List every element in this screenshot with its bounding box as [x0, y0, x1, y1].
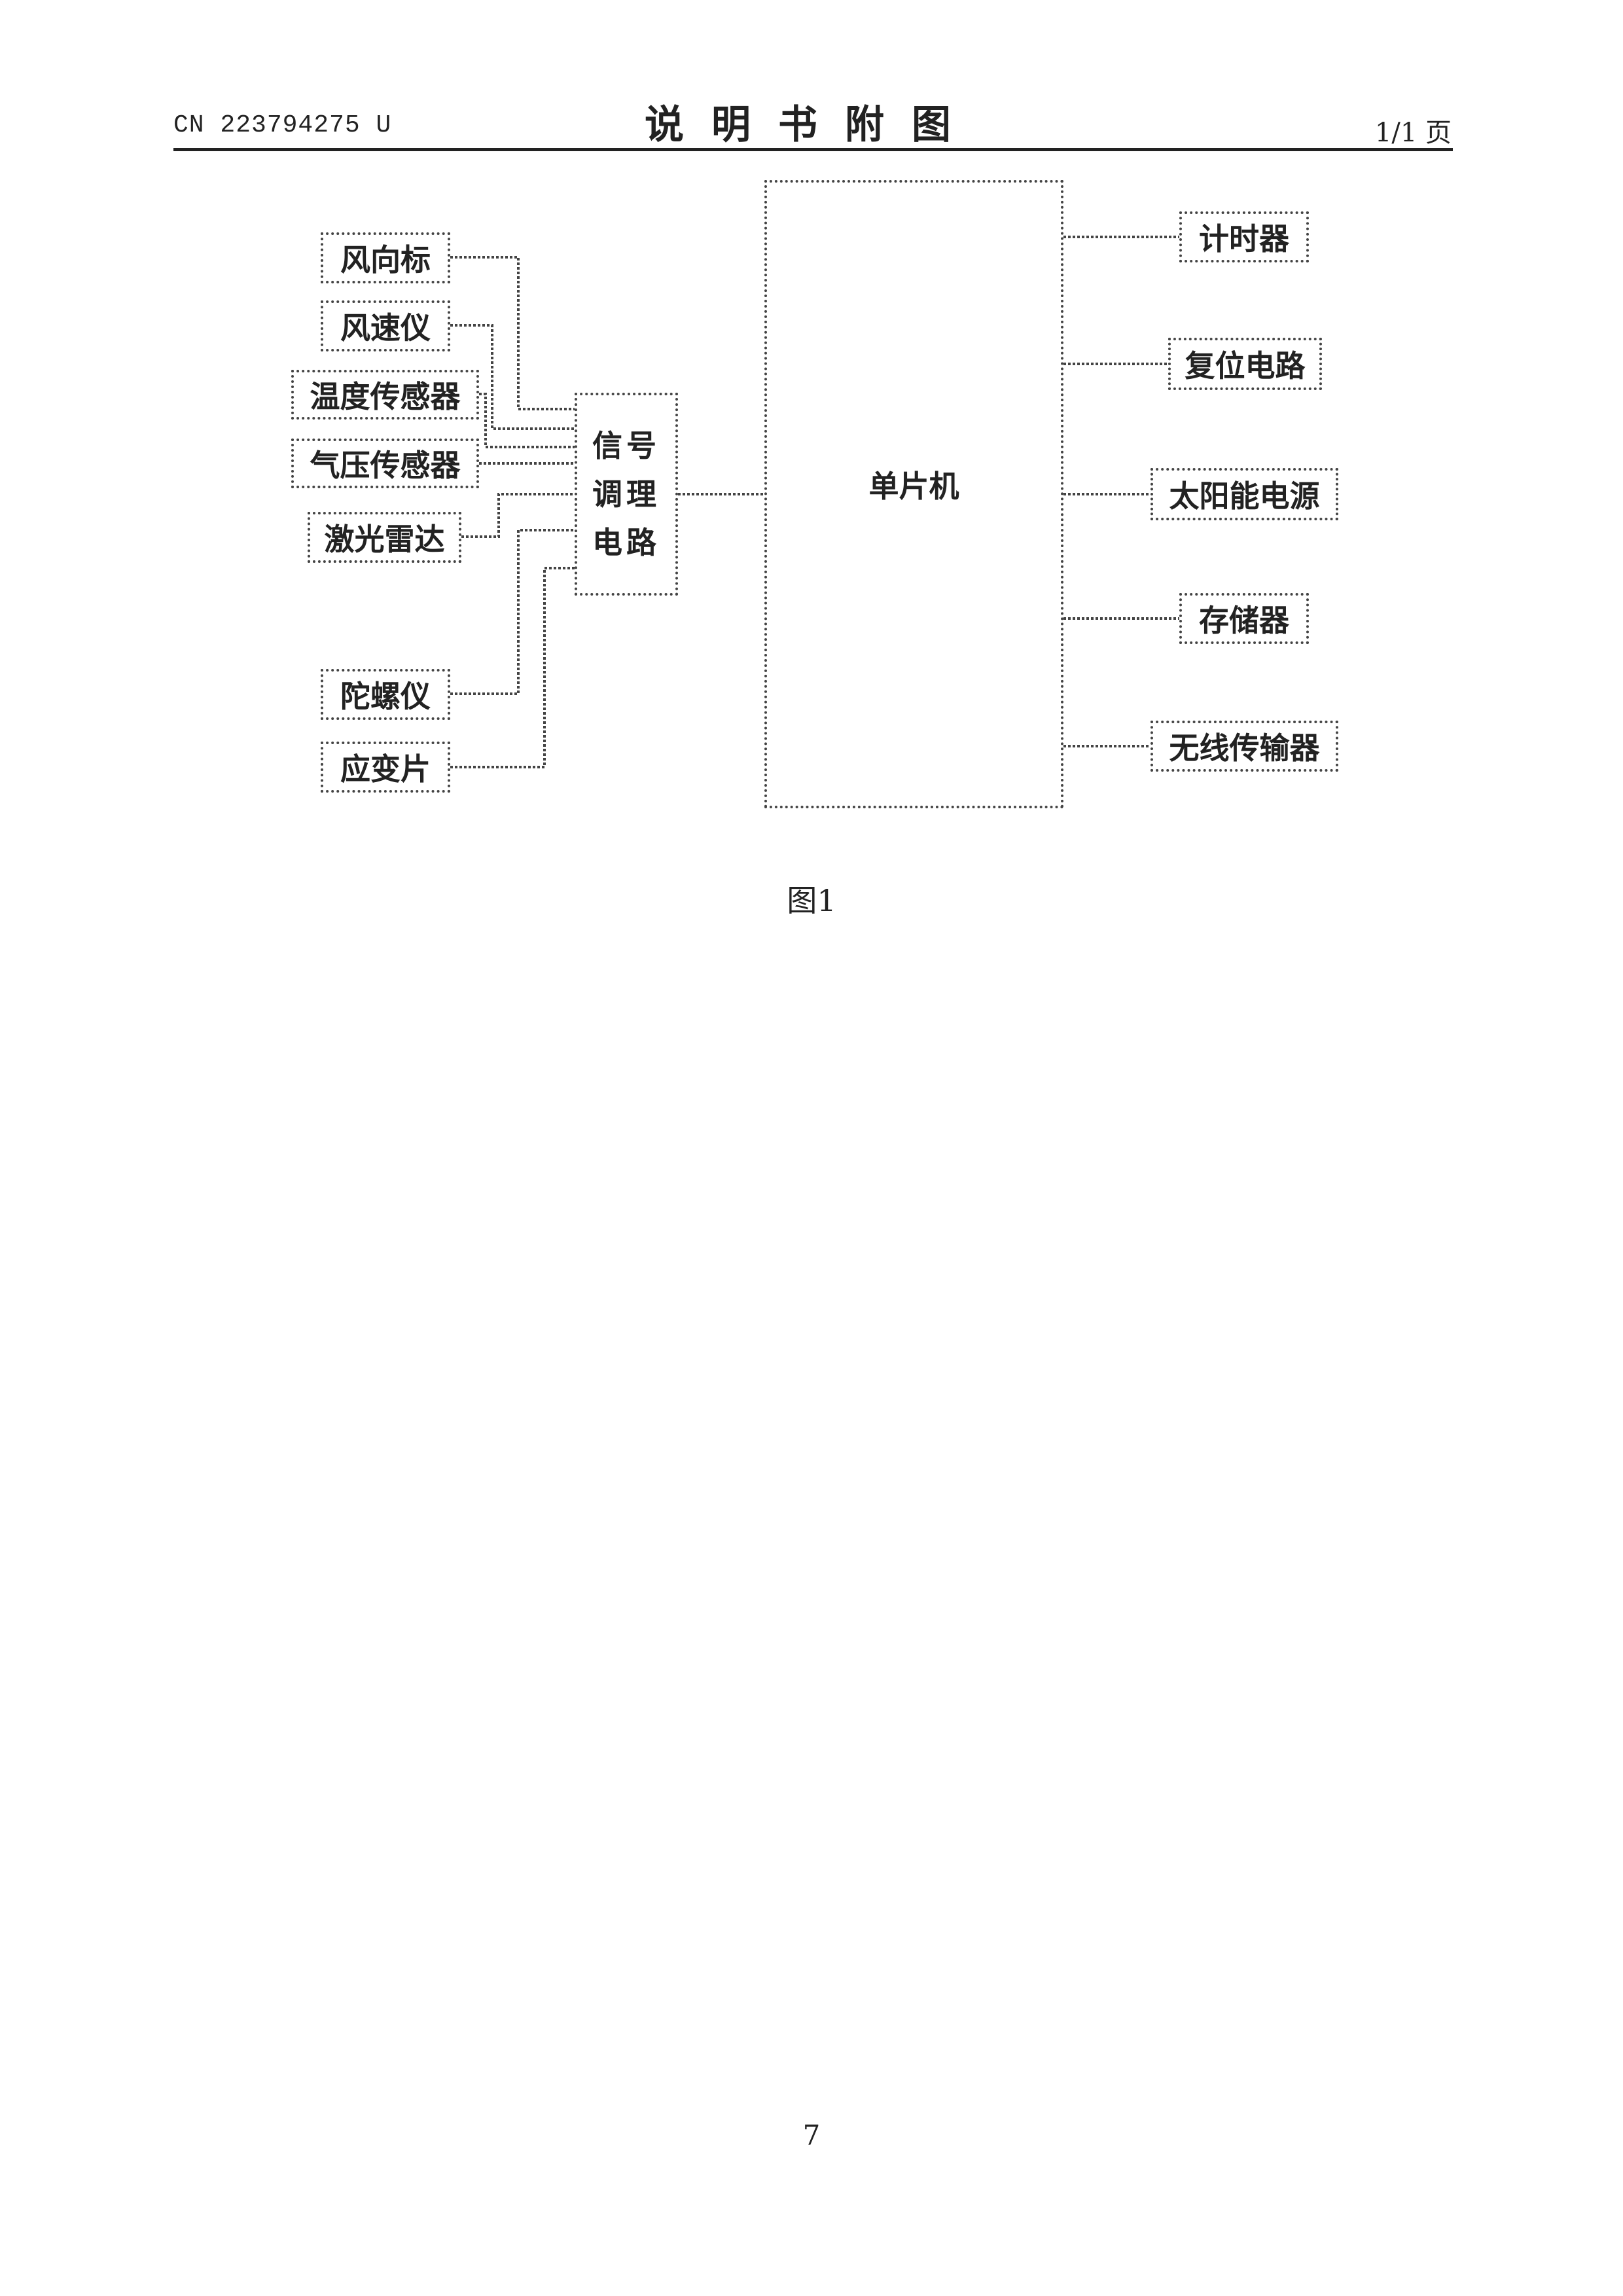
connector-gyroscope — [450, 530, 575, 694]
sensor-anemometer: 风速仪 — [321, 300, 450, 351]
signal-conditioning-circuit: 信号 调理 电路 — [575, 393, 678, 596]
peripheral-timer: 计时器 — [1179, 211, 1309, 262]
sensor-wind-vane: 风向标 — [321, 232, 450, 283]
connector-temperature-sensor — [479, 394, 575, 447]
peripheral-wireless-transmitter: 无线传输器 — [1150, 721, 1338, 772]
page-number: 7 — [0, 2119, 1623, 2151]
peripheral-storage: 存储器 — [1179, 593, 1309, 644]
sensor-gyroscope: 陀螺仪 — [321, 669, 450, 720]
conditioner-label-line-3: 电路 — [592, 518, 660, 567]
peripheral-reset-circuit: 复位电路 — [1168, 338, 1322, 390]
connector-strain-gauge — [450, 568, 575, 767]
sensor-lidar: 激光雷达 — [308, 512, 461, 563]
conditioner-label-line-1: 信号 — [592, 422, 660, 470]
sensor-strain-gauge: 应变片 — [321, 742, 450, 793]
microcontroller-label: 单片机 — [869, 463, 959, 506]
figure-caption: 图1 — [0, 877, 1623, 920]
sensor-pressure: 气压传感器 — [291, 439, 479, 488]
peripheral-solar-power: 太阳能电源 — [1150, 468, 1338, 520]
microcontroller: 单片机 — [764, 180, 1063, 808]
sensor-temperature: 温度传感器 — [291, 370, 479, 420]
conditioner-label-line-2: 调理 — [592, 470, 660, 518]
